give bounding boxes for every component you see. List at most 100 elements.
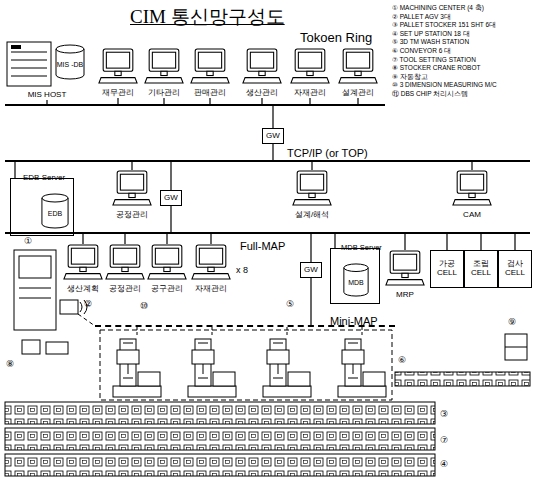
network-link bbox=[480, 234, 481, 250]
monitor bbox=[457, 171, 487, 193]
callout-number: ③ bbox=[440, 410, 448, 420]
workstation: CAM bbox=[450, 170, 494, 220]
network-link bbox=[272, 106, 273, 128]
workstation-icon bbox=[62, 244, 104, 280]
legend-item: ⑧ STOCKER CRANE ROBOT bbox=[392, 64, 480, 71]
legend-item: ③ PALLET STOCKER 151 SHT 6대 bbox=[392, 21, 496, 28]
monitor-stand bbox=[355, 71, 361, 75]
legend-item: ⑤ 3D TM WASH STATION bbox=[392, 38, 469, 45]
network-link bbox=[311, 162, 312, 170]
keyboard bbox=[293, 200, 331, 205]
keyboard bbox=[291, 78, 329, 83]
monitor bbox=[117, 171, 147, 193]
network-link bbox=[404, 234, 405, 250]
screen bbox=[460, 174, 483, 190]
legend-item: ④ SET UP STATION 18 대 bbox=[392, 30, 470, 37]
cylinder-body bbox=[344, 264, 368, 296]
node-label: 생산관리 bbox=[246, 89, 278, 98]
workstation-icon bbox=[288, 48, 332, 84]
workstation: 기타관리 bbox=[142, 48, 186, 98]
database-cylinder: EDB bbox=[41, 193, 69, 229]
screen bbox=[250, 52, 273, 68]
node-label: MIS -DB bbox=[57, 61, 83, 69]
cylinder-top bbox=[56, 49, 84, 53]
node-label: MRP bbox=[396, 291, 414, 300]
node-label: 공정관리 bbox=[109, 285, 141, 294]
workstation: 공정관리 bbox=[104, 244, 146, 294]
mini-map-drop bbox=[362, 327, 363, 336]
monitor bbox=[103, 49, 133, 71]
wireless-unit bbox=[60, 300, 78, 314]
warehouse-detail bbox=[505, 347, 527, 348]
node-label: 설계관리 bbox=[342, 89, 374, 98]
workstation-icon bbox=[104, 244, 146, 280]
callout-number: ② bbox=[84, 300, 92, 310]
legend-item: ① MACHINING CENTER (4 축) bbox=[392, 4, 484, 11]
pallet-stocker bbox=[5, 454, 435, 476]
screen bbox=[113, 248, 136, 264]
monitor-stand bbox=[309, 193, 315, 197]
keyboard bbox=[64, 274, 102, 279]
monitor-stand bbox=[129, 193, 135, 197]
network-link bbox=[334, 234, 335, 248]
node-label: MDB Server bbox=[341, 244, 382, 252]
screen bbox=[393, 254, 416, 270]
server-cabinet: MDB ServerMDB bbox=[330, 248, 380, 304]
workstation: 재무관리 bbox=[96, 48, 140, 98]
screen bbox=[346, 52, 369, 68]
node-label: EDB bbox=[48, 210, 62, 218]
host-computer: MIS HOSTMIS -DB bbox=[5, 40, 89, 100]
node-label: GW bbox=[266, 132, 280, 141]
network-bus: Mini-MAP bbox=[95, 325, 395, 327]
workstation: 생산관리 bbox=[240, 48, 284, 98]
workstation-icon bbox=[290, 170, 334, 206]
keyboard bbox=[453, 200, 491, 205]
legend-item: ⑦ TOOL SETTING STATION bbox=[392, 56, 476, 63]
monitor bbox=[390, 251, 420, 273]
host-panel bbox=[11, 45, 21, 49]
node-label: 재무관리 bbox=[102, 89, 134, 98]
network-link bbox=[514, 234, 515, 250]
node-label: 조립 CELL bbox=[465, 260, 497, 278]
host-detail bbox=[11, 52, 47, 53]
keyboard bbox=[243, 78, 281, 83]
network-label: Mini-MAP bbox=[330, 315, 378, 327]
mini-map-area bbox=[100, 330, 392, 400]
keyboard bbox=[106, 274, 144, 279]
node-label: 자재관리 bbox=[195, 285, 227, 294]
machining-center bbox=[338, 339, 386, 397]
host-tower bbox=[7, 42, 51, 86]
mini-map-drop bbox=[287, 327, 288, 336]
network-label: Full-MAP bbox=[240, 240, 285, 252]
machining-center bbox=[263, 339, 311, 397]
screen bbox=[155, 248, 178, 264]
workstation-icon bbox=[385, 250, 425, 286]
cylinder-top bbox=[42, 198, 68, 202]
node-label: 생산계획 bbox=[67, 285, 99, 294]
monitor bbox=[297, 171, 327, 193]
screen bbox=[120, 174, 143, 190]
keyboard bbox=[145, 78, 183, 83]
node-label: 설계/해석 bbox=[295, 211, 329, 220]
cell-box: 가공 CELL bbox=[430, 250, 464, 288]
workstation-icon bbox=[336, 48, 380, 84]
callout-number: ⑤ bbox=[286, 300, 294, 310]
monitor-stand bbox=[207, 71, 213, 75]
monitor-stand bbox=[122, 267, 128, 271]
screen bbox=[152, 52, 175, 68]
quantity-note: x 8 bbox=[236, 266, 248, 276]
legend-item: ⑥ CONVEYOR 6 대 bbox=[392, 47, 451, 54]
network-link bbox=[310, 234, 311, 262]
workstation: 자재관리 bbox=[288, 48, 332, 98]
monitor-stand bbox=[115, 71, 121, 75]
workstation-icon bbox=[110, 170, 154, 206]
automatic-warehouse bbox=[505, 334, 527, 360]
callout-number: ⑩ bbox=[140, 302, 148, 312]
network-label: TCP/IP (or TOP) bbox=[287, 147, 368, 159]
keyboard bbox=[192, 274, 230, 279]
network-link bbox=[310, 278, 311, 325]
network-link bbox=[210, 234, 211, 244]
monitor-stand bbox=[307, 71, 313, 75]
mini-map-drop bbox=[212, 327, 213, 336]
server-cabinet: EDB ServerEDB bbox=[10, 178, 74, 236]
